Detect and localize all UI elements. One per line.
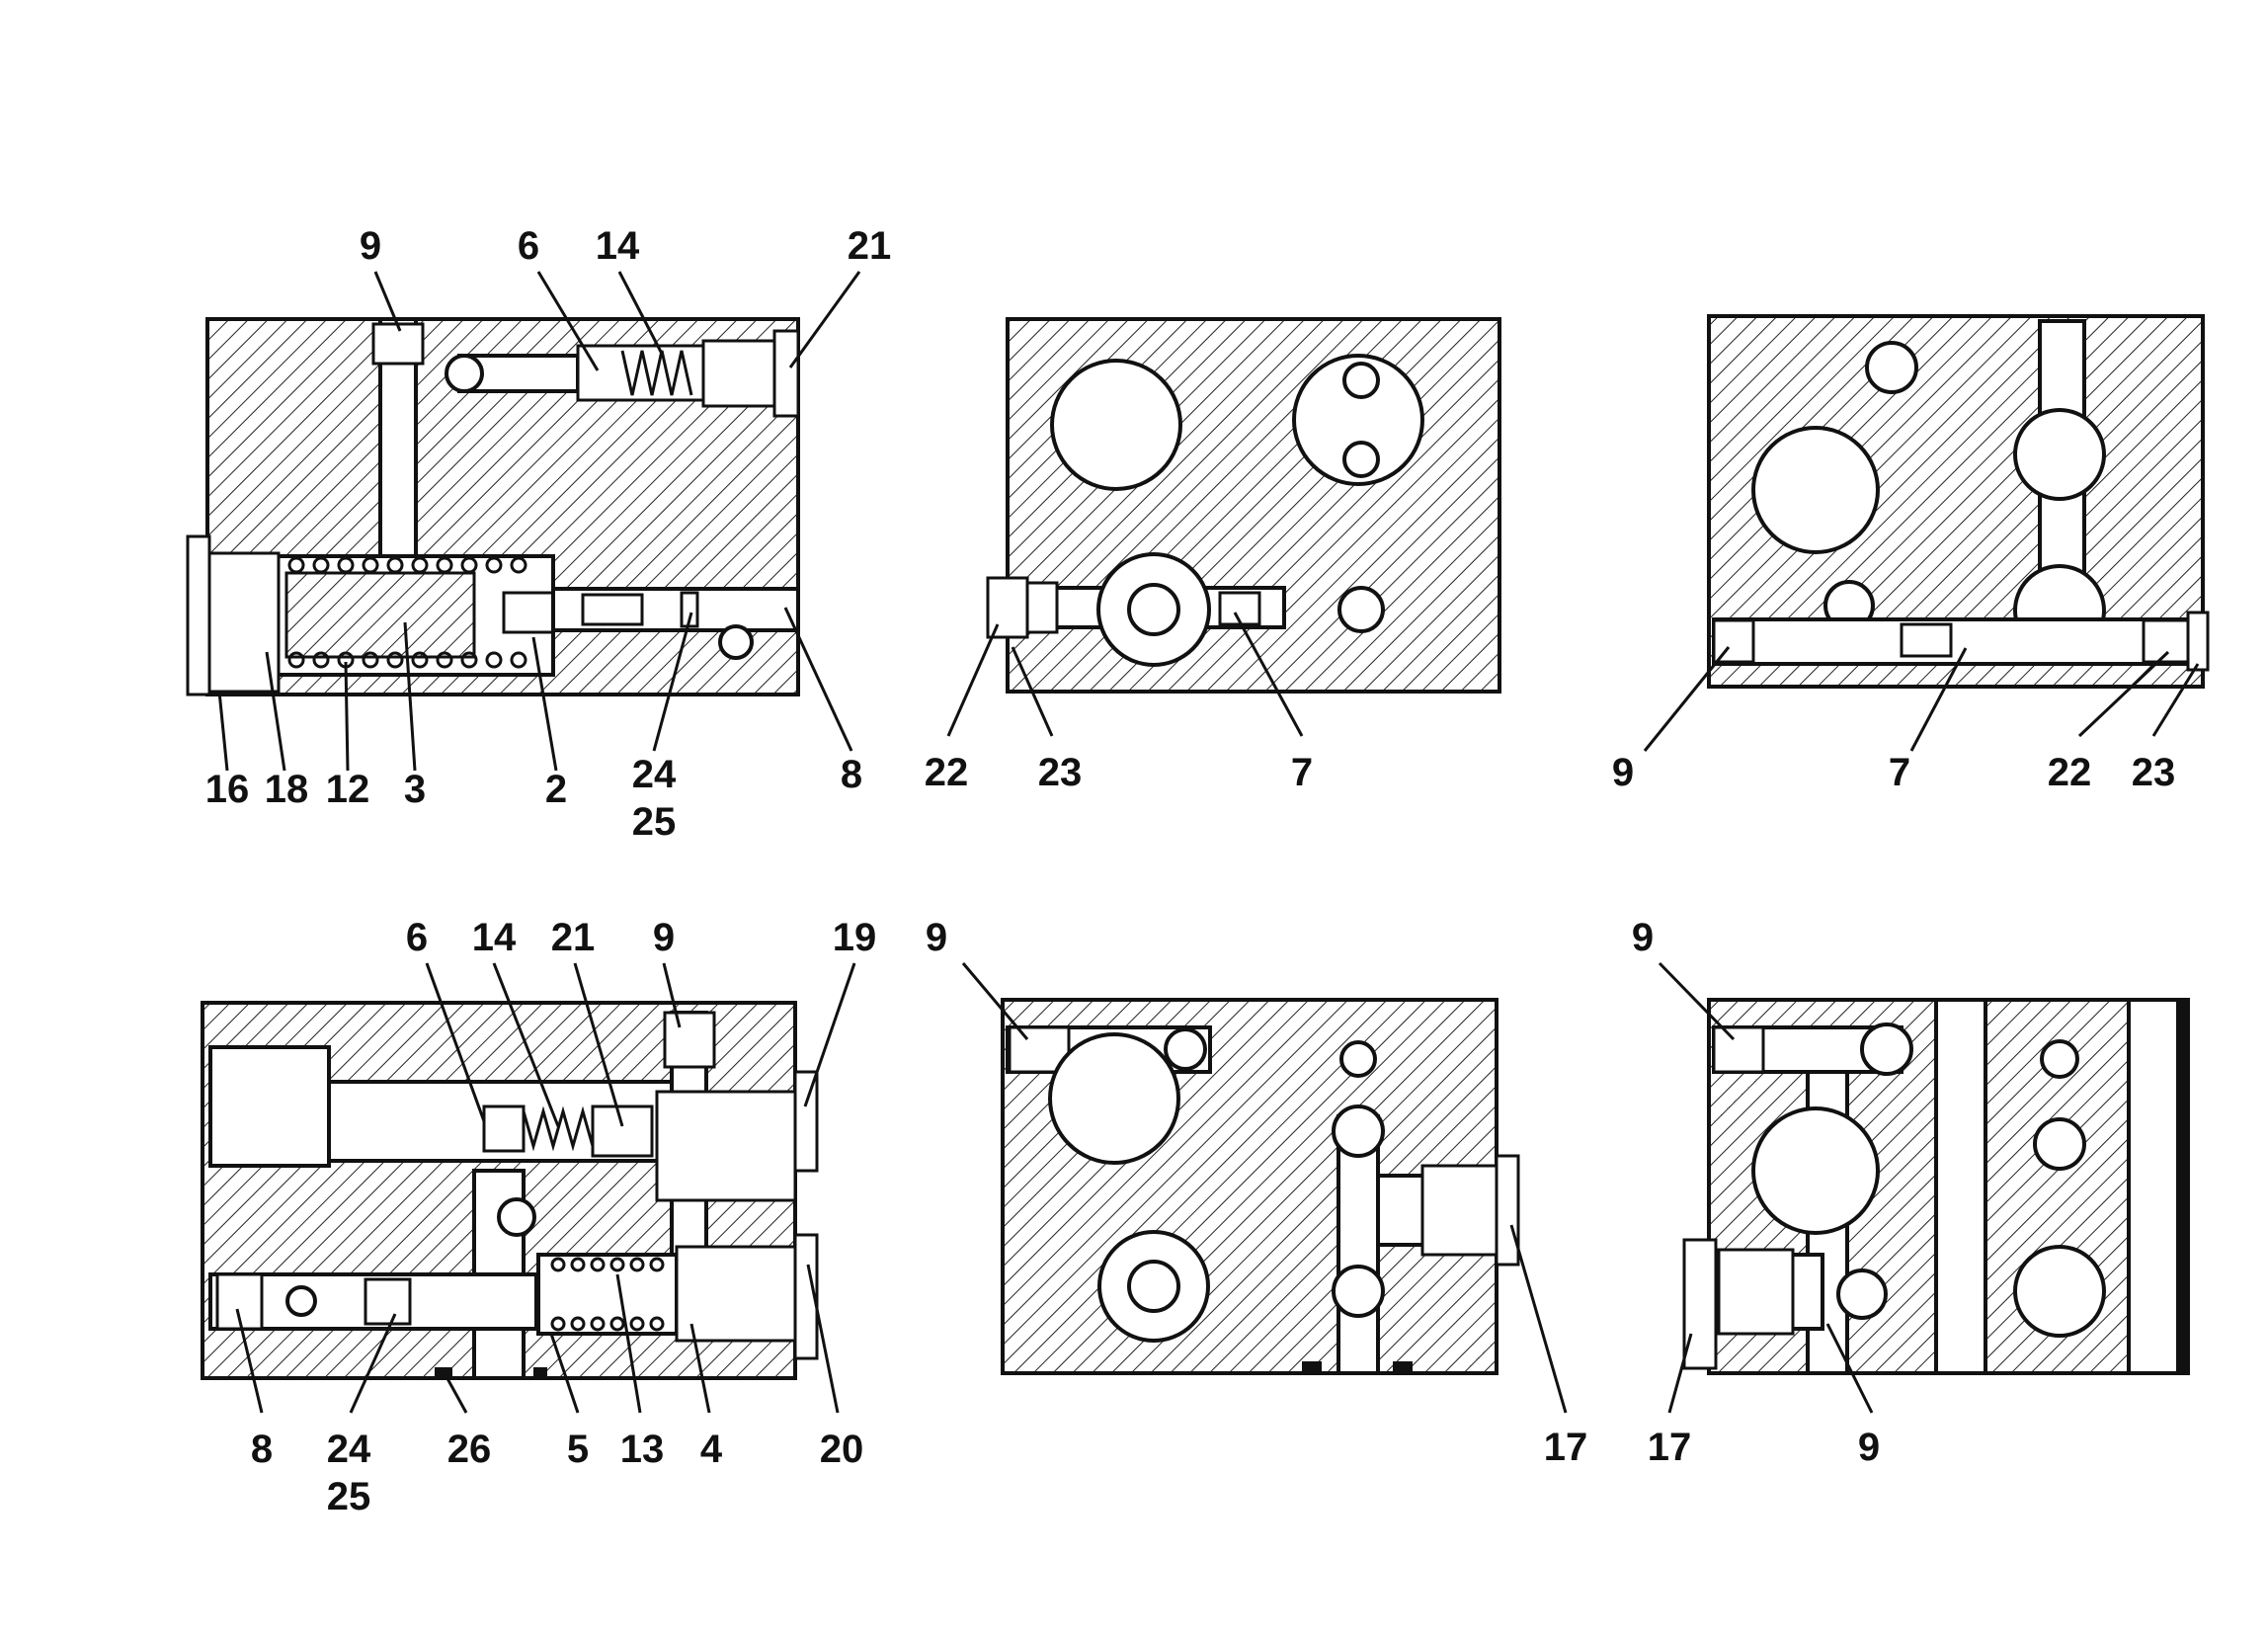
callout-9: 9	[1632, 916, 1654, 959]
callout-6: 6	[518, 224, 539, 268]
callout-23: 23	[1038, 751, 1083, 794]
callout-18: 18	[265, 768, 309, 811]
callout-14: 14	[472, 916, 517, 959]
callout-8: 8	[841, 753, 862, 796]
leader-lines	[217, 271, 2200, 1414]
callouts-top-left: 9 6 14 21 16 18 12 3 2 24 25 8	[205, 224, 892, 844]
callouts-bottom-left: 6 14 21 9 19 8 24 25 26 5 13 4 20	[251, 916, 876, 1518]
callout-16: 16	[205, 768, 250, 811]
callout-3: 3	[404, 768, 426, 811]
callout-9: 9	[360, 224, 381, 268]
section-view-top-right	[1707, 314, 2210, 689]
callout-9: 9	[1612, 751, 1634, 794]
callout-24: 24	[632, 753, 677, 796]
callout-14: 14	[596, 224, 640, 268]
callout-23: 23	[2132, 751, 2176, 794]
section-view-top-left	[186, 317, 800, 696]
callout-7: 7	[1291, 751, 1313, 794]
callouts-top-right: 9 7 22 23	[1612, 751, 2175, 794]
callouts-bottom-middle: 9 17	[926, 916, 1587, 1469]
callouts-top-middle: 22 23 7	[925, 751, 1313, 794]
callout-24: 24	[327, 1428, 371, 1471]
callout-7: 7	[1889, 751, 1910, 794]
callout-2: 2	[545, 768, 567, 811]
callout-25: 25	[327, 1475, 371, 1518]
callout-8: 8	[251, 1428, 273, 1471]
callouts-bottom-right: 9 17 9	[1632, 916, 1880, 1469]
callout-6: 6	[406, 916, 428, 959]
callout-21: 21	[848, 224, 892, 268]
section-view-bottom-middle	[1001, 998, 1520, 1375]
callout-13: 13	[620, 1428, 665, 1471]
callout-9: 9	[1858, 1426, 1880, 1469]
callout-22: 22	[2048, 751, 2092, 794]
callout-21: 21	[551, 916, 596, 959]
callout-25: 25	[632, 800, 677, 844]
callout-9: 9	[653, 916, 675, 959]
callout-17: 17	[1648, 1426, 1692, 1469]
section-view-top-middle	[986, 317, 1501, 694]
callout-5: 5	[567, 1428, 589, 1471]
callout-12: 12	[326, 768, 370, 811]
section-view-bottom-left	[201, 1001, 819, 1380]
callout-26: 26	[447, 1428, 492, 1471]
section-view-bottom-right	[1682, 998, 2190, 1375]
callout-20: 20	[820, 1428, 864, 1471]
callout-17: 17	[1544, 1426, 1588, 1469]
callout-9: 9	[926, 916, 947, 959]
callout-22: 22	[925, 751, 969, 794]
callout-4: 4	[700, 1428, 723, 1471]
callout-19: 19	[833, 916, 877, 959]
